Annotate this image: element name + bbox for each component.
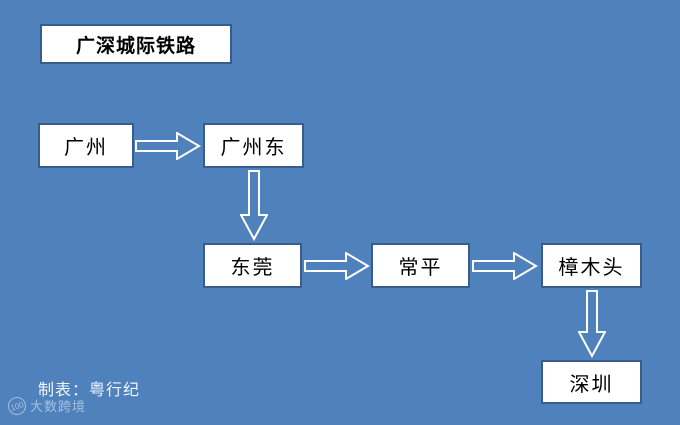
diagram-title-label: 广深城际铁路 [75,35,196,57]
watermark-brand-label: 大数跨境 [30,399,87,414]
arrow-right-icon [304,252,370,280]
node-guangzhou-east: 广州东 [203,123,304,168]
arrow-down-icon [578,290,606,358]
node-guangzhou-label: 广州 [64,137,108,159]
node-changping-label: 常平 [398,257,443,279]
watermark: 100 大数跨境 [5,394,87,417]
node-shenzhen: 深圳 [541,360,642,404]
watermark-badge-icon: 100 [5,394,29,417]
arrow-right-icon [472,252,538,280]
node-dongguan-label: 东莞 [230,257,275,279]
arrow-down-icon [240,170,268,241]
node-shenzhen-label: 深圳 [569,373,614,396]
arrow-right-icon [135,132,201,160]
node-guangzhou: 广州 [38,123,134,168]
node-zhangmutou: 樟木头 [541,243,642,288]
node-zhangmutou-label: 樟木头 [558,257,625,279]
node-guangzhou-east-label: 广州东 [220,137,287,159]
node-changping: 常平 [371,243,470,288]
node-dongguan: 东莞 [203,243,302,288]
credit-text: 制表：粤行纪 [38,382,141,399]
diagram-title: 广深城际铁路 [40,24,232,64]
